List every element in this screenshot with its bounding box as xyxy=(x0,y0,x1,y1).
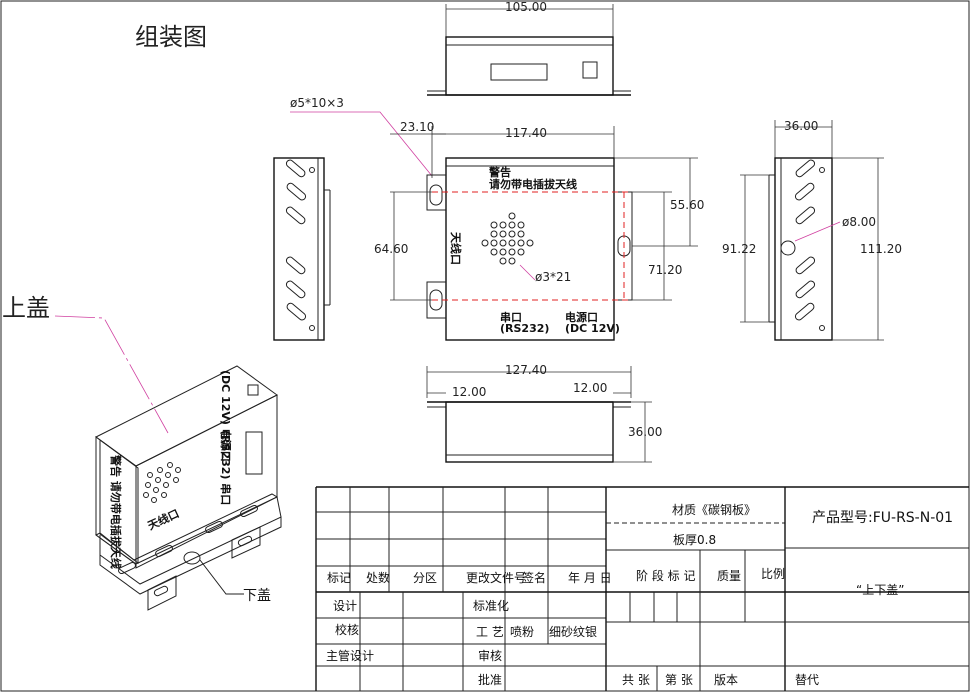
vent-holes xyxy=(481,212,534,265)
svg-text:天线口: 天线口 xyxy=(145,506,181,533)
tb-col-change-doc: 更改文件号 xyxy=(466,570,526,585)
dim-slot: ø5*10×3 xyxy=(290,96,344,110)
tb-product-model: 产品型号:FU-RS-N-01 xyxy=(812,510,953,526)
tb-thickness: 板厚0.8 xyxy=(673,533,716,547)
tb-mass: 质量 xyxy=(717,569,741,583)
tb-sheets-total: 共 张 xyxy=(622,673,650,687)
dim-bottom-width: 127.40 xyxy=(505,363,547,377)
tb-process: 工 艺 xyxy=(476,625,504,639)
dim-offset-left: 23.10 xyxy=(400,120,434,134)
tb-col-date: 年 月 日 xyxy=(568,571,612,585)
tb-part-name: “上下盖” xyxy=(856,583,904,597)
dim-side-hole: ø8.00 xyxy=(842,215,876,229)
tb-spray: 喷粉 xyxy=(510,625,534,639)
tb-check: 校核 xyxy=(335,622,359,637)
tb-chief-design: 主管设计 xyxy=(326,648,374,663)
isometric-view: (DC 12V) 电源口 (RS232) 串口 警告 请勿带电插拔天线 天线口 xyxy=(95,365,282,611)
power-spec-label: (DC 12V) xyxy=(565,322,620,335)
top-view: 105.00 xyxy=(427,0,631,96)
tb-col-sign: 签名 xyxy=(522,570,546,585)
callout-upper-cover: 上盖 xyxy=(2,294,50,322)
right-side-view: 36.00 ø8.00 91.22 111.20 xyxy=(722,119,902,341)
dim-flange-right: 12.00 xyxy=(573,381,607,395)
dim-right-offset: 55.60 xyxy=(670,198,704,212)
tb-material: 材质《碳钢板》 xyxy=(672,503,756,517)
svg-text:(RS232) 串口: (RS232) 串口 xyxy=(219,430,233,505)
warning-title: 警告 xyxy=(488,165,511,179)
tb-col-mark: 标记 xyxy=(327,571,351,585)
front-view: 23.10 117.40 ø3*21 警告 请勿带电插拔天线 xyxy=(374,120,704,341)
tb-col-count: 处数 xyxy=(366,570,390,585)
callout-lower-cover: 下盖 xyxy=(243,588,271,604)
svg-text:(DC 12V) 电源口: (DC 12V) 电源口 xyxy=(219,370,233,462)
dim-hole-to-right: 71.20 xyxy=(648,263,682,277)
drawing-title: 组装图 xyxy=(135,23,207,51)
serial-spec-label: (RS232) xyxy=(500,322,549,335)
warning-text: 请勿带电插拔天线 xyxy=(489,177,577,191)
dim-vent-holes: ø3*21 xyxy=(535,270,571,284)
tb-standardize: 标准化 xyxy=(473,599,509,613)
tb-design: 设计 xyxy=(333,599,357,613)
dim-top-width: 105.00 xyxy=(505,0,547,14)
dim-left-height: 64.60 xyxy=(374,242,408,256)
dim-side-height-inner: 91.22 xyxy=(722,242,756,256)
serial-port-label: 串口 xyxy=(500,310,522,324)
tb-stage-mark: 阶 段 标 记 xyxy=(636,568,695,583)
tb-scale: 比例 xyxy=(761,567,785,581)
tb-finish: 细砂纹银 xyxy=(549,625,597,639)
dim-bottom-height: 36.00 xyxy=(628,425,662,439)
tb-review: 审核 xyxy=(478,648,502,663)
dim-side-height-outer: 111.20 xyxy=(860,242,902,256)
title-block: 材质《碳钢板》 板厚0.8 产品型号:FU-RS-N-01 “上下盖” 标记 处… xyxy=(315,486,969,691)
svg-text:警告 请勿带电插拔天线: 警告 请勿带电插拔天线 xyxy=(109,454,123,569)
power-port-label: 电源口 xyxy=(565,310,598,324)
dim-front-width: 117.40 xyxy=(505,126,547,140)
tb-approve: 批准 xyxy=(478,672,502,687)
dim-side-width: 36.00 xyxy=(784,119,818,133)
tb-replace: 替代 xyxy=(795,673,819,687)
bottom-view: 127.40 12.00 12.00 36.00 xyxy=(426,363,662,463)
left-side-view xyxy=(273,157,331,341)
tb-sheet-no: 第 张 xyxy=(665,673,693,687)
tb-col-zone: 分区 xyxy=(413,571,437,585)
dim-flange-left: 12.00 xyxy=(452,385,486,399)
antenna-port-label: 天线口 xyxy=(449,232,463,265)
tb-version: 版本 xyxy=(714,673,738,687)
